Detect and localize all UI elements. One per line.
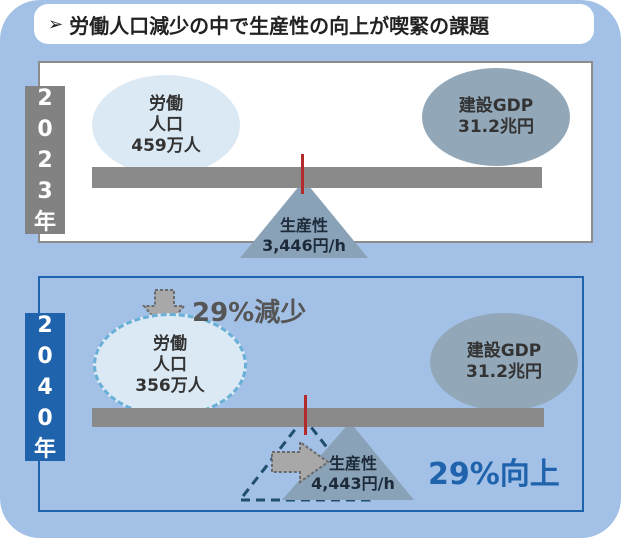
year-char: 0 xyxy=(37,116,53,142)
fulcrum-triangle-2023 xyxy=(240,180,368,258)
gdp-label: 建設GDP xyxy=(466,341,542,361)
construction-gdp-ellipse-2023: 建設GDP 31.2兆円 xyxy=(422,68,570,166)
labor-population-ellipse-2023: 労働 人口 459万人 xyxy=(92,75,240,175)
improvement-label: 29%向上 xyxy=(428,457,560,492)
year-label-2023: 2 0 2 3 年 xyxy=(25,85,65,235)
header-title-text: 労働人口減少の中で生産性の向上が喫緊の課題 xyxy=(69,13,490,38)
balance-beam-2040 xyxy=(92,408,544,427)
balance-pivot-2040 xyxy=(304,395,307,435)
labor-label-line: 労働 xyxy=(149,93,183,114)
productivity-label-2040: 生産性 4,443円/h xyxy=(298,454,408,494)
year-char: 0 xyxy=(37,343,53,369)
gdp-value: 31.2兆円 xyxy=(458,117,534,137)
balance-beam-2023 xyxy=(92,167,542,188)
year-char: 年 xyxy=(33,209,56,235)
year-char: 4 xyxy=(37,374,53,400)
reduction-label: 29%減少 xyxy=(192,298,307,328)
year-char: 年 xyxy=(33,436,56,462)
right-arrow-icon xyxy=(271,440,330,484)
labor-label-line: 人口 xyxy=(153,354,187,375)
balance-pivot-2023 xyxy=(301,154,304,194)
productivity-label-2023: 生産性 3,446円/h xyxy=(240,216,368,256)
productivity-value: 4,443円/h xyxy=(311,474,395,493)
gdp-label: 建設GDP xyxy=(458,96,534,116)
labor-value: 459万人 xyxy=(131,135,201,156)
year-char: 2 xyxy=(37,147,53,173)
productivity-title: 生産性 xyxy=(279,216,328,235)
header-title-bar: ➢ 労働人口減少の中で生産性の向上が喫緊の課題 xyxy=(34,4,594,44)
year-label-2040: 2 0 4 0 年 xyxy=(25,312,65,462)
labor-label-line: 労働 xyxy=(153,333,187,354)
year-char: 2 xyxy=(37,312,53,338)
productivity-title: 生産性 xyxy=(328,454,377,473)
fulcrum-triangle-2040 xyxy=(282,422,414,500)
construction-gdp-ellipse-2040: 建設GDP 31.2兆円 xyxy=(430,313,578,411)
productivity-value: 3,446円/h xyxy=(262,236,346,255)
year-char: 2 xyxy=(37,85,53,111)
year-char: 3 xyxy=(37,178,53,204)
year-char: 0 xyxy=(37,405,53,431)
gdp-value: 31.2兆円 xyxy=(466,362,542,382)
labor-value: 356万人 xyxy=(135,375,205,396)
labor-label-line: 人口 xyxy=(149,114,183,135)
arrow-bullet-icon: ➢ xyxy=(48,13,64,35)
